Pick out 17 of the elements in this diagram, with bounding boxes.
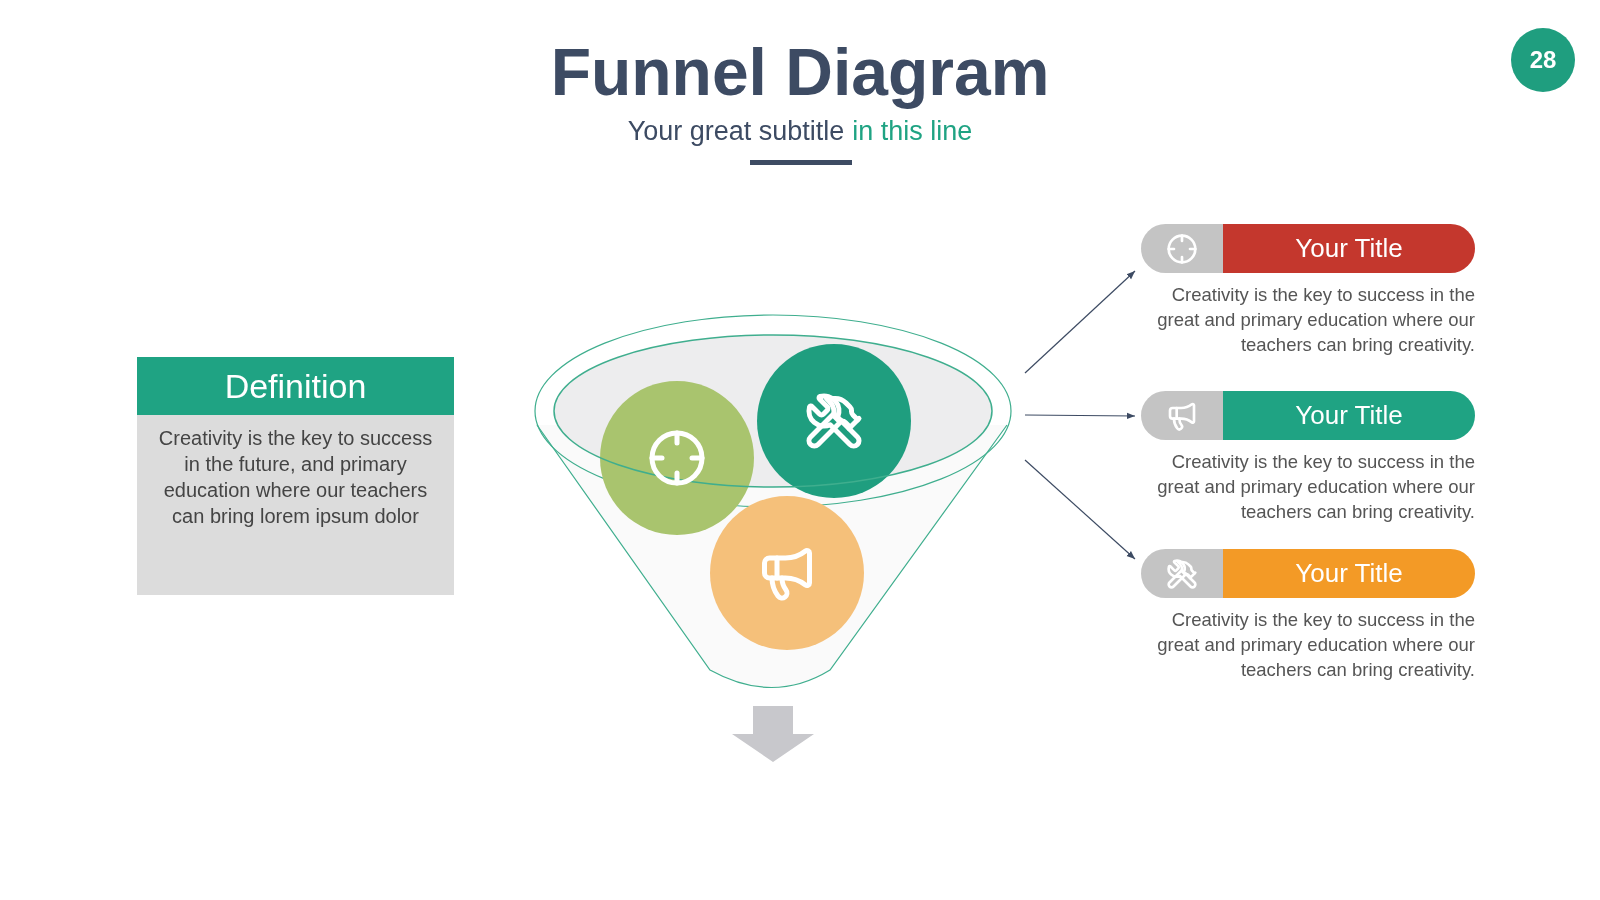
item-text: Creativity is the key to success in the great and primary education where our teachers can bring creativity. bbox=[1156, 608, 1475, 682]
page-number: 28 bbox=[1511, 28, 1575, 92]
down-arrow bbox=[732, 706, 814, 762]
arrow bbox=[1024, 459, 1136, 560]
title: Funnel Diagram bbox=[550, 34, 1050, 110]
subtitle-highlight: in this line bbox=[852, 116, 973, 147]
item-title: Your Title bbox=[1223, 549, 1475, 598]
card-heading: Definition bbox=[137, 357, 454, 415]
item-text: Creativity is the key to success in the great and primary education where our teachers can bring creativity. bbox=[1156, 450, 1475, 524]
item-text: Creativity is the key to success in the great and primary education where our teachers can bring creativity. bbox=[1156, 283, 1475, 357]
subtitle: Your great subtitle bbox=[627, 116, 845, 147]
item-title: Your Title bbox=[1223, 224, 1475, 273]
definition-card bbox=[137, 357, 454, 595]
item-title: Your Title bbox=[1223, 391, 1475, 440]
arrow bbox=[1024, 412, 1136, 420]
arrow bbox=[1024, 270, 1136, 374]
card-text: Creativity is the key to success in the future, and primary education where our teachers can bring lorem ipsum dolor bbox=[157, 426, 434, 529]
